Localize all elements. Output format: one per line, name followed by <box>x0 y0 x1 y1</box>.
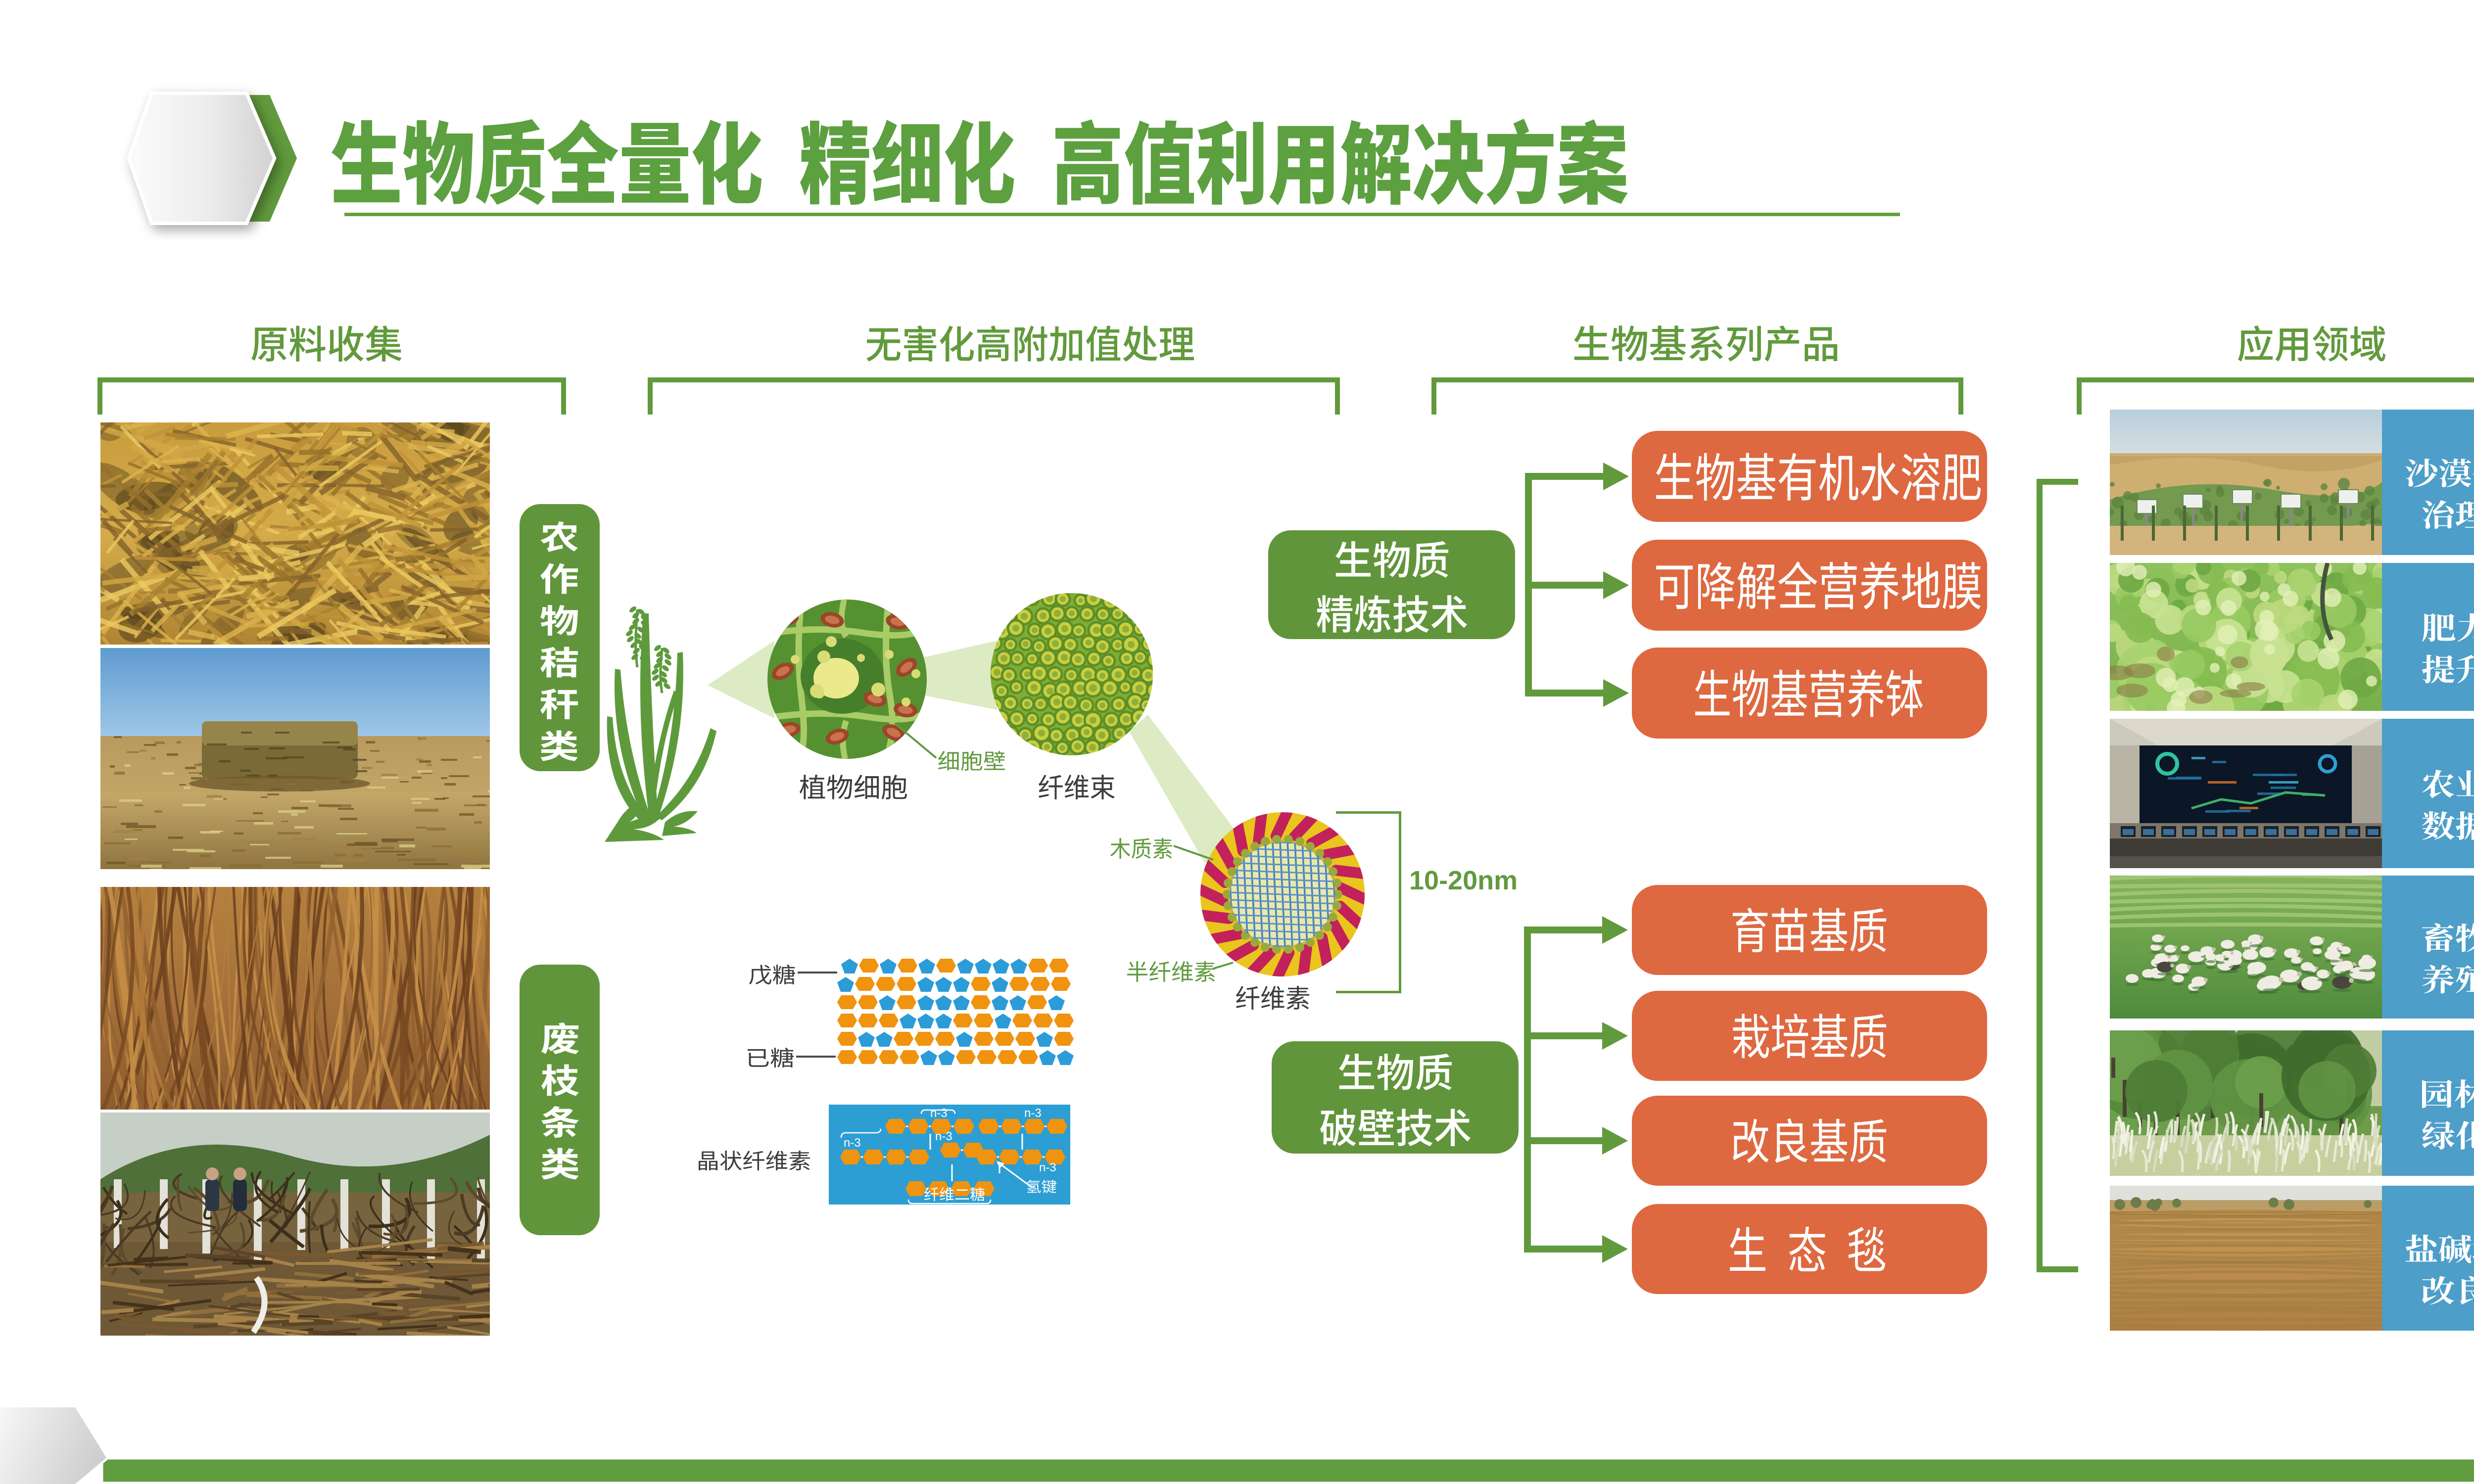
svg-text:n-3: n-3 <box>1024 1107 1042 1120</box>
svg-text:n-3: n-3 <box>844 1136 861 1150</box>
svg-text:n-3: n-3 <box>1039 1161 1056 1174</box>
svg-text:10-20nm: 10-20nm <box>1409 866 1518 895</box>
svg-text:n-3: n-3 <box>935 1130 952 1143</box>
svg-text:n-3: n-3 <box>930 1107 948 1120</box>
